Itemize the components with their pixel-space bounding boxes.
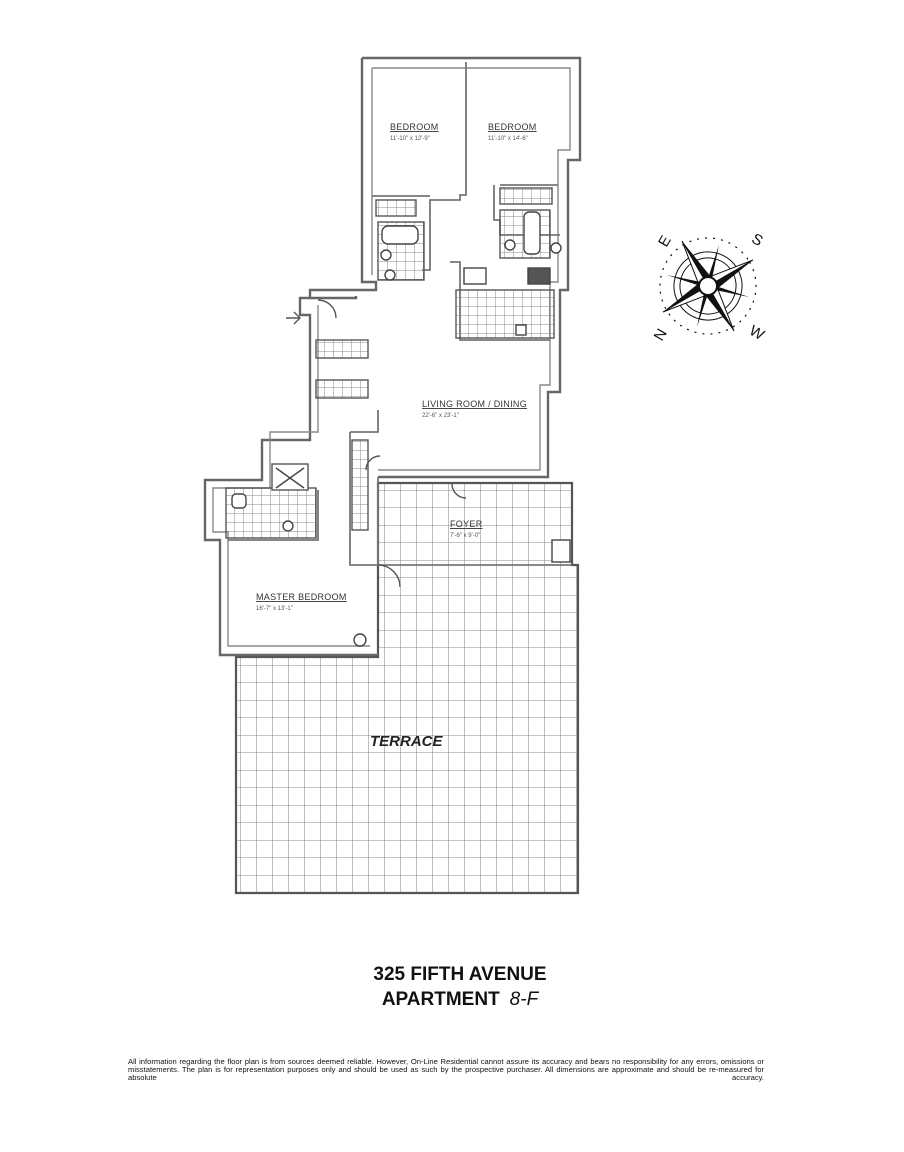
compass-rose <box>659 237 757 335</box>
bedroom-1-label: BEDROOM <box>390 122 439 132</box>
building-address: 325 FIFTH AVENUE <box>373 964 547 985</box>
master-bedroom-label: MASTER BEDROOM <box>256 592 347 602</box>
compass-south: S <box>749 230 766 250</box>
bedroom-2-dims: 11'-10" x 14'-6" <box>488 136 528 142</box>
closets <box>315 187 553 531</box>
apartment-number: 8-F <box>509 989 539 1010</box>
disclaimer: All information regarding the floor plan… <box>128 1057 764 1082</box>
bedroom-2-label: BEDROOM <box>488 122 537 132</box>
master-bedroom-dims: 16'-7" x 13'-1" <box>256 606 293 612</box>
foyer-dims: 7'-6" x 9'-0" <box>450 533 480 539</box>
terrace: TERRACE <box>234 481 580 895</box>
title-block: 325 FIFTH AVENUE APARTMENT 8-F <box>300 962 620 1012</box>
exterior-walls <box>203 56 582 657</box>
apartment-line: APARTMENT 8-F <box>300 987 620 1012</box>
compass-west: W <box>746 322 767 344</box>
compass-east: E <box>655 233 675 250</box>
terrace-label: TERRACE <box>370 733 443 750</box>
bedroom-1-dims: 11'-10" x 12'-9" <box>390 136 430 142</box>
foyer-label: FOYER <box>450 519 483 529</box>
living-room-dims: 22'-6" x 23'-1" <box>422 413 459 419</box>
living-room-label: LIVING ROOM / DINING <box>422 399 527 409</box>
fixtures <box>231 211 571 647</box>
doors <box>286 299 467 588</box>
compass-north: N <box>651 326 671 344</box>
apartment-label: APARTMENT <box>381 989 500 1010</box>
room-labels: BEDROOM 11'-10" x 12'-9" BEDROOM 11'-10"… <box>256 122 537 612</box>
